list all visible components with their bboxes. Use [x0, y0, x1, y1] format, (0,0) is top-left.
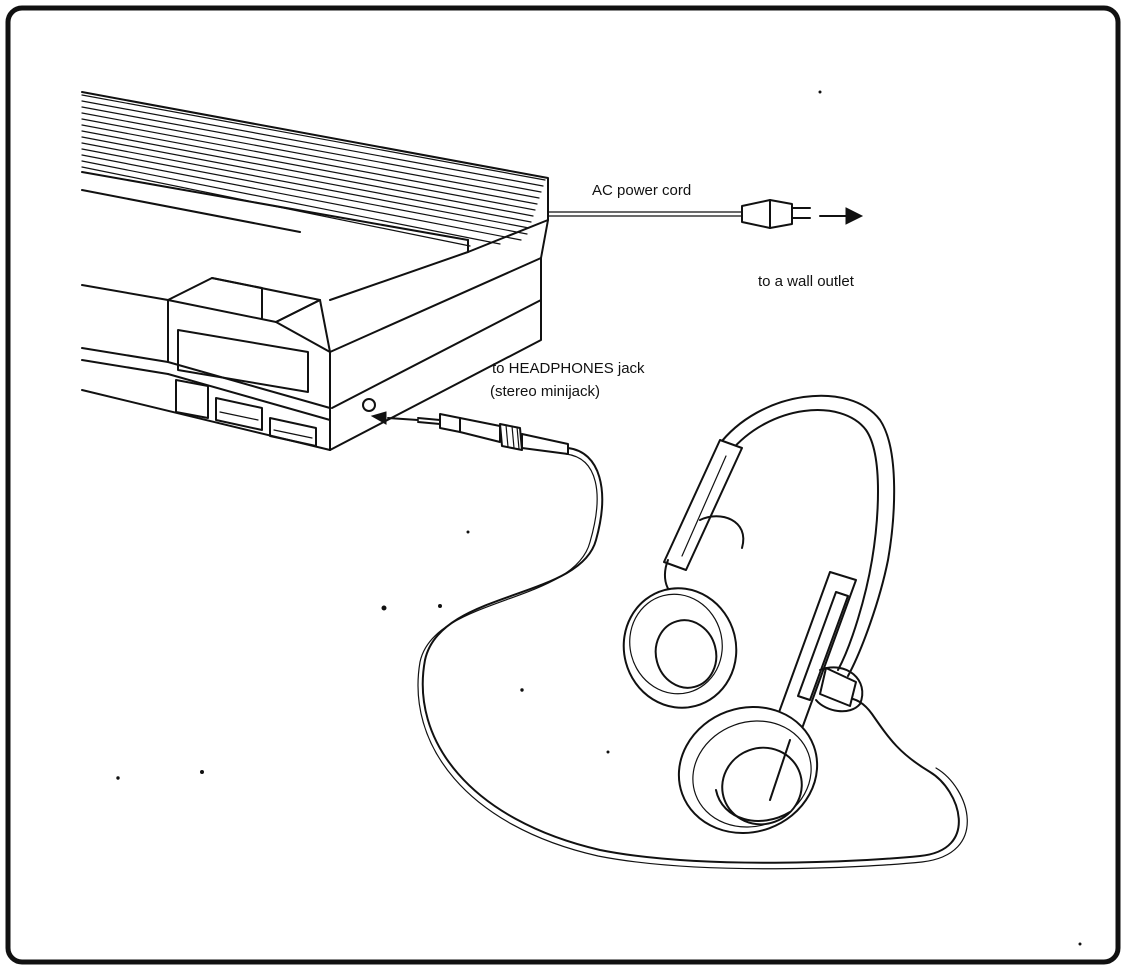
wall-outlet-arrow	[819, 207, 864, 225]
wall-outlet-label: to a wall outlet	[758, 273, 855, 290]
headphone-cable	[417, 447, 968, 870]
headphone-plug	[370, 411, 569, 455]
ac-power-cord	[547, 199, 811, 229]
diagram-frame	[5, 5, 1121, 965]
ac-power-cord-label: AC power cord	[592, 182, 691, 199]
headphones	[622, 394, 896, 834]
print-specks	[116, 90, 1082, 946]
headphones-jack-label: to HEADPHONES jack	[492, 360, 645, 377]
stereo-minijack-label: (stereo minijack)	[490, 383, 600, 400]
computer-unit	[81, 91, 549, 451]
